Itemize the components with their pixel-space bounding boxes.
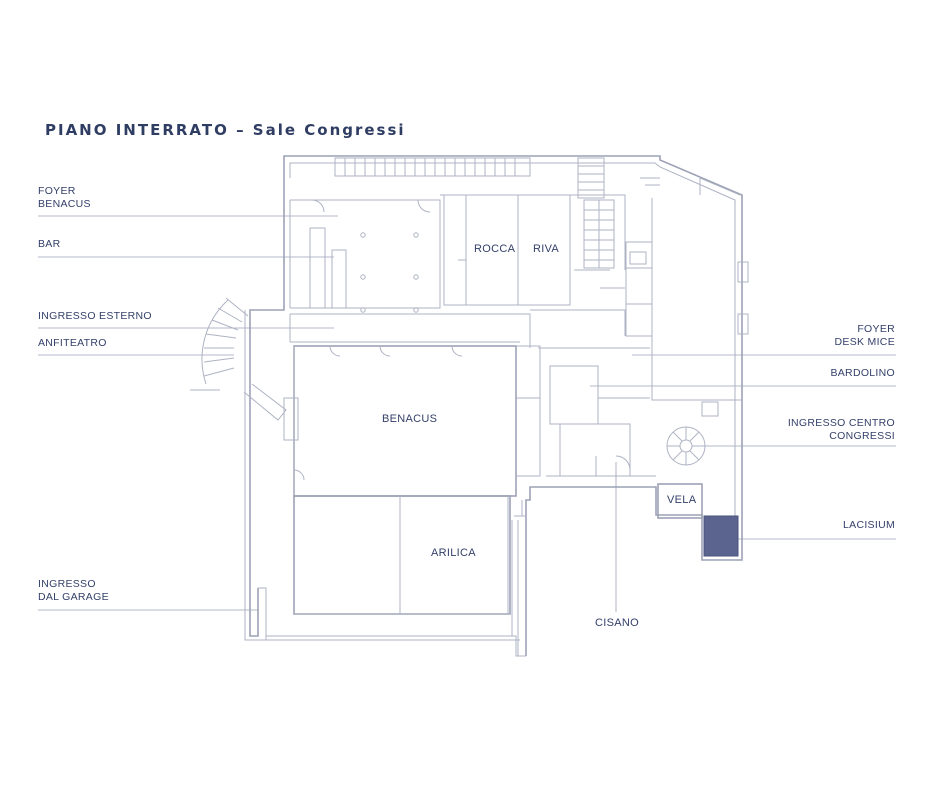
room-riva: RIVA xyxy=(533,243,560,255)
room-vela: VELA xyxy=(667,494,697,506)
spiral-staircase xyxy=(666,426,706,466)
room-arilica: ARILICA xyxy=(431,547,476,559)
leader-lines xyxy=(38,215,896,612)
outer-walls xyxy=(244,155,743,657)
room-cisano: CISANO xyxy=(595,617,639,629)
label-lacisium: LACISIUM xyxy=(843,519,895,531)
label-bardolino: BARDOLINO xyxy=(830,367,895,379)
anfiteatro-seating xyxy=(190,297,287,421)
label-ingresso-centro-congressi: INGRESSO CENTRO CONGRESSI xyxy=(787,417,895,442)
label-foyer-benacus: FOYER BENACUS xyxy=(38,185,91,210)
top-windows xyxy=(334,157,605,199)
room-rocca: ROCCA xyxy=(474,243,516,255)
vela-room xyxy=(657,483,703,519)
label-bar: BAR xyxy=(38,238,61,250)
right-wing xyxy=(640,177,749,417)
label-anfiteatro: ANFITEATRO xyxy=(38,337,107,349)
room-benacus: BENACUS xyxy=(382,413,438,425)
lacisium-room xyxy=(703,515,739,557)
foyer-benacus-area xyxy=(289,199,441,313)
arilica-hall xyxy=(293,495,519,656)
label-ingresso-esterno: INGRESSO ESTERNO xyxy=(38,310,152,322)
rocca-riva-rooms xyxy=(440,194,626,306)
label-foyer-desk-mice: FOYER DESK MICE xyxy=(834,323,895,348)
corridor xyxy=(289,287,650,349)
central-rooms xyxy=(514,345,656,517)
staircase-top xyxy=(583,199,653,337)
page-title: PIANO INTERRATO – Sale Congressi xyxy=(45,121,406,139)
label-ingresso-garage: INGRESSO DAL GARAGE xyxy=(38,578,109,603)
